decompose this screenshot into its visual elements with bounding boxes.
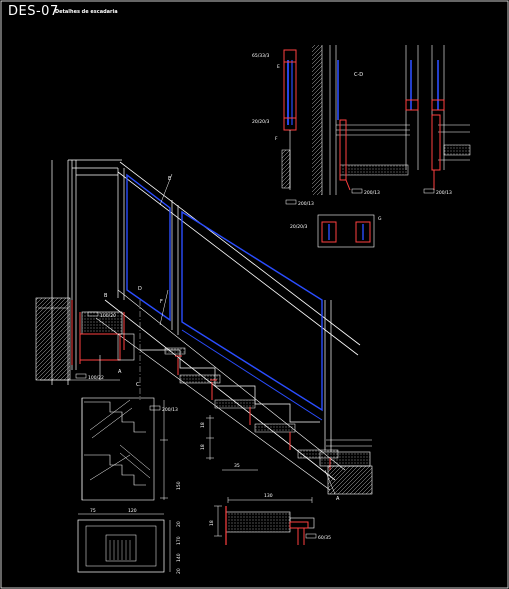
label-tube-upper: 100/20 (100, 313, 116, 319)
dim-tread-width: 130 (264, 493, 273, 499)
stair-plan (77, 513, 171, 573)
mark-a-top: A (118, 369, 122, 375)
mark-g: G (378, 216, 382, 222)
dim-plan-d: 20 (176, 521, 182, 527)
label-upper-profile: 200/13 (364, 190, 380, 196)
label-tube-base: 100/22 (88, 375, 104, 381)
mark-b: B (104, 293, 108, 299)
dim-plan-e: 170 (176, 536, 182, 545)
drawing-code: DES-07 (8, 4, 59, 19)
label-g-profile: 20/20/3 (290, 224, 307, 230)
label-side-profile: 200/13 (436, 190, 452, 196)
label-e: E (277, 64, 280, 70)
detail-g (317, 214, 375, 248)
dim-riser-a: 18 (200, 422, 206, 428)
label-glass-top: 65/33/3 (252, 53, 269, 59)
stair-section (81, 397, 168, 501)
label-f: F (275, 136, 278, 142)
label-bottom-profile: 60/35 (318, 535, 331, 541)
label-bottom-left-profile: 200/13 (298, 201, 314, 207)
mark-a-bottom: A (336, 496, 340, 502)
dim-plan-f: 140 (176, 553, 182, 562)
mark-f: F (160, 299, 163, 305)
drawing-subtitle: Detalhes de escadaria (55, 9, 118, 15)
label-glass-mid: 20/20/3 (252, 119, 269, 125)
mark-d: D (138, 286, 142, 292)
mark-c-side: C (136, 382, 140, 388)
dim-tread-height: 18 (209, 520, 215, 526)
detail-c-d (281, 45, 471, 195)
label-cd: C-D (354, 72, 363, 78)
dim-plan-g: 20 (176, 568, 182, 574)
dim-plan-a: 75 (90, 508, 96, 514)
tread-detail (214, 497, 315, 545)
dim-plan-b: 120 (128, 508, 137, 514)
dim-plan-c: 150 (176, 481, 182, 490)
stair-elevation (35, 159, 373, 495)
label-step-profile: 200/13 (162, 407, 178, 413)
dim-tread: 35 (234, 463, 240, 469)
dim-riser-b: 18 (200, 444, 206, 450)
mark-e: E (168, 176, 171, 182)
